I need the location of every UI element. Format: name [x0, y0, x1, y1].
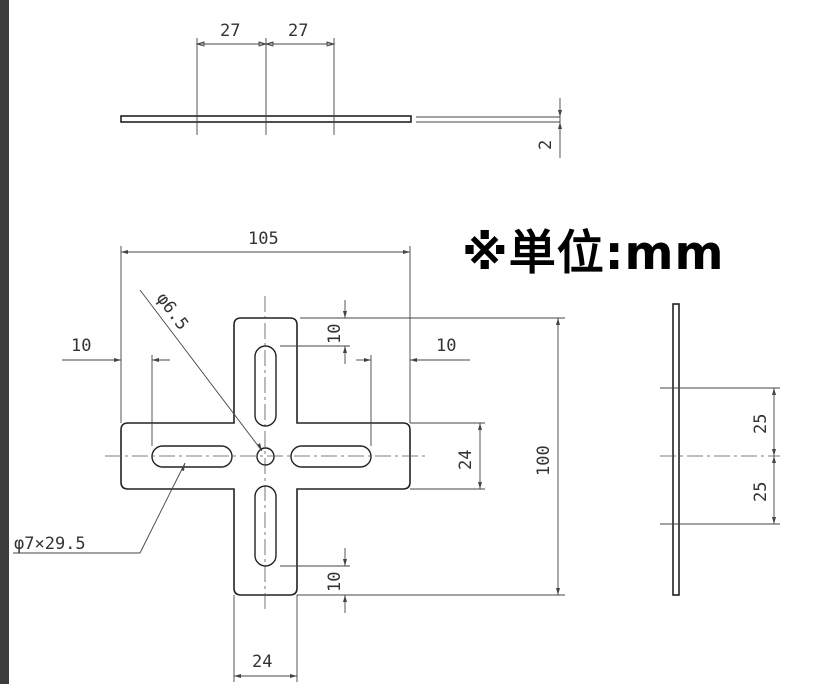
slot-bottom — [254, 485, 277, 567]
dim-arm-width-horizontal: 24 — [252, 652, 272, 672]
slot-top — [254, 345, 277, 427]
unit-note: ※単位:mm — [462, 226, 725, 281]
dim-thickness: 2 — [536, 140, 556, 150]
window-edge-bar — [0, 0, 9, 684]
center-hole — [256, 447, 275, 466]
side-view-plate — [672, 303, 680, 596]
dim-arm-width-vertical: 24 — [456, 450, 476, 470]
dim-bottom-offset: 10 — [325, 572, 345, 592]
dim-top-offset: 10 — [325, 324, 345, 344]
cross-plate — [120, 317, 411, 596]
dim-overall-height: 100 — [534, 445, 554, 476]
dim-side-pitch-upper: 25 — [751, 414, 771, 434]
dim-right-offset: 10 — [436, 336, 456, 356]
dim-left-offset: 10 — [71, 336, 91, 356]
side-view: 25 25 — [660, 303, 780, 596]
front-view: 105 φ6.5 10 10 10 24 100 — [13, 229, 565, 682]
dim-top-right-pitch: 27 — [288, 21, 308, 41]
top-view: 27 27 2 — [120, 21, 562, 158]
slot-right — [290, 445, 372, 468]
slot-left — [151, 445, 233, 468]
dim-overall-width: 105 — [248, 229, 279, 249]
dim-hole-diameter: φ6.5 — [152, 289, 192, 334]
dim-top-left-pitch: 27 — [220, 21, 240, 41]
dim-side-pitch-lower: 25 — [751, 482, 771, 502]
dim-slot-callout: φ7×29.5 — [14, 534, 86, 554]
